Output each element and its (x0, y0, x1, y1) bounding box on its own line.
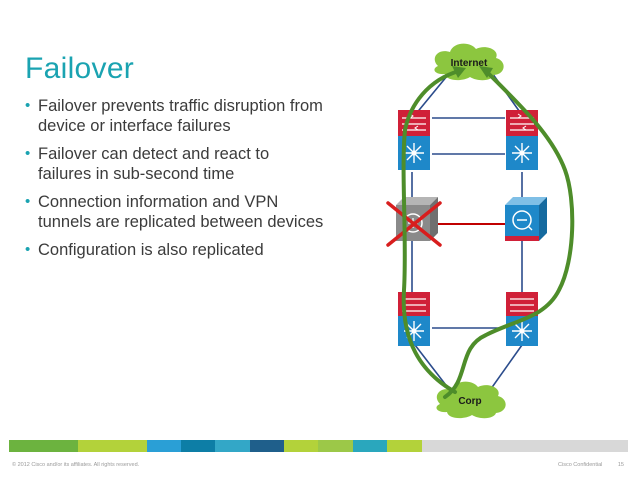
strip-segment (180, 440, 216, 452)
traffic-arrowheads (452, 66, 493, 78)
footer-copyright: © 2012 Cisco and/or its affiliates. All … (12, 462, 140, 468)
footer-color-strip (9, 440, 628, 452)
strip-segment (352, 440, 388, 452)
strip-segment (490, 440, 525, 452)
strip-segment (421, 440, 456, 452)
router-top-right (506, 110, 538, 136)
bullet-item: Failover can detect and react to failure… (25, 144, 325, 184)
traffic-paths (401, 69, 575, 399)
switch-bottom-left (398, 316, 430, 346)
strip-segment (249, 440, 284, 452)
strip-segment (318, 440, 353, 452)
page-number: 15 (617, 462, 624, 468)
bullet-item: Configuration is also replicated (25, 240, 325, 260)
bullet-list: Failover prevents traffic disruption fro… (25, 96, 325, 268)
strip-segment (77, 440, 113, 452)
strip-segment (146, 440, 181, 452)
strip-segment (387, 440, 422, 452)
failed-x-mark (386, 201, 442, 247)
strip-segment (593, 440, 628, 452)
strip-segment (455, 440, 491, 452)
footer-classification: Cisco Confidential (558, 462, 603, 468)
arrowhead-left-path (452, 66, 466, 78)
strip-segment (524, 440, 559, 452)
strip-segment (112, 440, 147, 452)
link-corp-right (487, 344, 523, 394)
bullet-item: Failover prevents traffic disruption fro… (25, 96, 325, 136)
corp-label: Corp (458, 396, 481, 407)
strip-segment (284, 440, 319, 452)
footer-right: Cisco Confidential 15 (544, 462, 624, 468)
router-bottom-right (506, 292, 538, 316)
strip-segment (9, 440, 44, 452)
strip-segment (559, 440, 594, 452)
switch-top-right (506, 136, 538, 170)
strip-segment (43, 440, 78, 452)
internet-label: Internet (451, 58, 488, 69)
traffic-path-after-failover (443, 69, 575, 399)
bullet-item: Connection information and VPN tunnels a… (25, 192, 325, 232)
traffic-path-before-failover (401, 69, 461, 394)
active-firewall (505, 197, 547, 241)
arrowhead-right-path (479, 66, 493, 78)
strip-segment (215, 440, 250, 452)
slide-title: Failover (25, 52, 135, 85)
